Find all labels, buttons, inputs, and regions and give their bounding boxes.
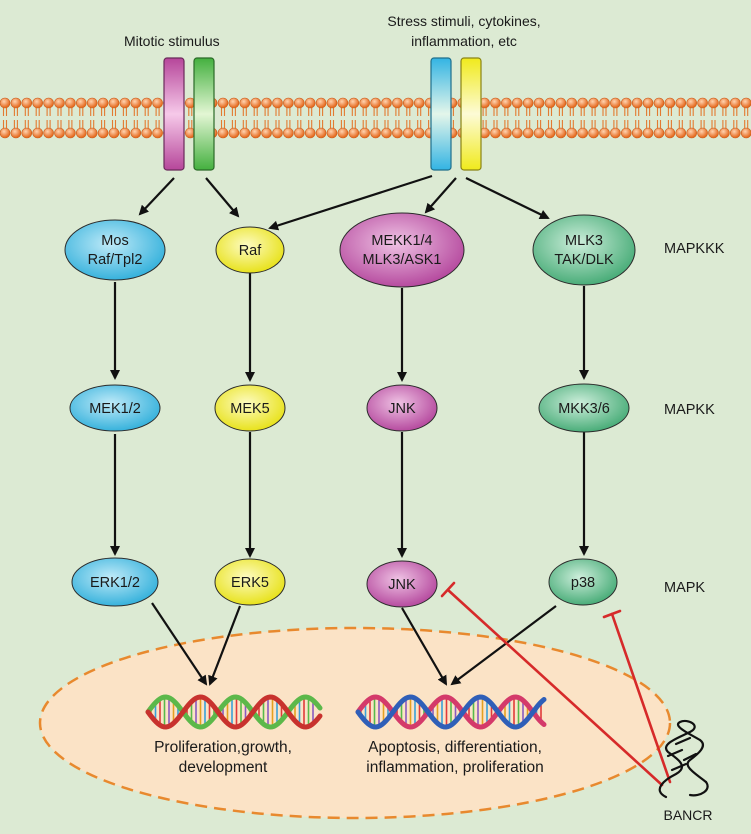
receptor-green — [193, 57, 215, 171]
svg-text:Raf: Raf — [239, 243, 263, 259]
svg-text:ERK1/2: ERK1/2 — [90, 575, 140, 591]
dna-helix-left-icon — [145, 694, 323, 730]
inhibit-bar-p38 — [602, 609, 622, 619]
arrow-jnk-to-nucleus-right — [401, 607, 448, 686]
arrow-stress-to-mlk3 — [465, 177, 550, 219]
cell-membrane — [0, 97, 751, 139]
svg-text:JNK: JNK — [388, 577, 416, 593]
svg-text:Raf/Tpl2: Raf/Tpl2 — [88, 252, 143, 268]
svg-text:ERK5: ERK5 — [231, 575, 269, 591]
outcome-left-line1: Proliferation,growth, — [154, 739, 292, 756]
arrow-erk5-to-nucleus-left — [208, 605, 242, 686]
nuclear-arrows — [151, 602, 557, 686]
receptor-cyan — [430, 57, 452, 171]
stress-stimulus-label-line2: inflammation, etc — [411, 33, 517, 49]
node-mek5: MEK5 — [214, 384, 286, 432]
arrow-receptor-to-raf — [205, 177, 240, 218]
svg-text:MLK3/ASK1: MLK3/ASK1 — [363, 252, 442, 268]
arrow-stress-to-mekk — [424, 177, 457, 214]
node-mlk3-tak-dlk: MLK3 TAK/DLK — [532, 214, 636, 286]
svg-text:TAK/DLK: TAK/DLK — [554, 252, 614, 268]
outcome-right-line2: inflammation, proliferation — [366, 759, 543, 776]
receptor-arrows — [138, 174, 550, 231]
node-jnk-mapk: JNK — [366, 560, 438, 608]
bancr-inhibition — [440, 581, 672, 787]
arrow-p38-to-nucleus-right — [450, 605, 557, 686]
inhibit-bar-jnk — [440, 581, 456, 598]
tier-label-mapkkk: MAPKKK — [664, 241, 725, 257]
arrow-receptor-to-mos — [138, 177, 175, 216]
stress-stimulus-label-line1: Stress stimuli, cytokines, — [387, 13, 540, 29]
svg-text:Mos: Mos — [101, 233, 128, 249]
cascade-arrows — [110, 272, 589, 558]
outcome-right-line1: Apoptosis, differentiation, — [368, 739, 542, 756]
node-mekk14-mlk3-ask1: MEKK1/4 MLK3/ASK1 — [339, 212, 465, 288]
tier-label-mapkk: MAPKK — [664, 402, 715, 418]
node-raf: Raf — [215, 226, 285, 274]
inhibit-line-jnk — [446, 588, 664, 787]
receptor-magenta — [163, 57, 185, 171]
mitotic-stimulus-label: Mitotic stimulus — [124, 33, 220, 49]
svg-text:MEK5: MEK5 — [230, 401, 270, 417]
node-erk12: ERK1/2 — [71, 557, 159, 607]
node-erk5: ERK5 — [214, 558, 286, 606]
bancr-rna-icon — [658, 719, 709, 799]
bancr-label: BANCR — [663, 807, 712, 823]
svg-text:MLK3: MLK3 — [565, 233, 603, 249]
outcome-left-line2: development — [179, 759, 268, 776]
dna-helix-right-icon — [355, 694, 547, 730]
svg-text:MEKK1/4: MEKK1/4 — [371, 233, 432, 249]
node-jnk-mapkk: JNK — [366, 384, 438, 432]
arrow-stress-to-raf — [268, 174, 433, 231]
node-p38: p38 — [548, 558, 618, 606]
svg-text:JNK: JNK — [388, 401, 416, 417]
arrow-erk12-to-nucleus-left — [151, 602, 208, 686]
node-mkk36: MKK3/6 — [538, 383, 630, 433]
inhibit-line-p38 — [610, 612, 672, 784]
tier-label-mapk: MAPK — [664, 580, 705, 596]
svg-text:p38: p38 — [571, 575, 595, 591]
svg-text:MEK1/2: MEK1/2 — [89, 401, 141, 417]
node-mos-raf-tpl2: Mos Raf/Tpl2 — [64, 219, 166, 281]
svg-text:MKK3/6: MKK3/6 — [558, 401, 610, 417]
receptor-yellow — [460, 57, 482, 171]
node-mek12: MEK1/2 — [69, 384, 161, 432]
nucleus — [38, 626, 672, 820]
